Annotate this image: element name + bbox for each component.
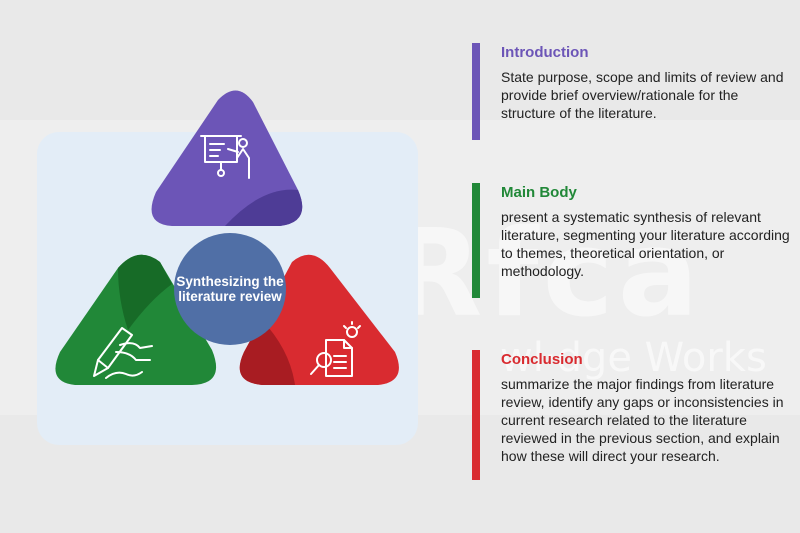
conclusion-text: summarize the major findings from litera… — [501, 376, 784, 464]
watermark-logo: Rfca — [390, 205, 703, 344]
introduction-text: State purpose, scope and limits of revie… — [501, 69, 784, 121]
introduction-title: Introduction — [501, 44, 589, 61]
introduction-triangle — [151, 90, 303, 226]
introduction-accent-bar — [472, 43, 480, 140]
main-body-title: Main Body — [501, 184, 577, 201]
writing-hand-icon — [93, 327, 153, 379]
conclusion-accent-bar — [472, 350, 480, 480]
main-body-text: present a systematic synthesis of releva… — [501, 209, 790, 279]
diagram-center-label: Synthesizing the literature review — [176, 274, 284, 304]
watermark-tagline: wl·dge Works — [500, 335, 767, 381]
conclusion-title: Conclusion — [501, 351, 583, 368]
research-document-icon — [310, 321, 361, 377]
center-circle — [174, 233, 286, 345]
main-body-accent-bar — [472, 183, 480, 298]
main-body-triangle — [55, 254, 217, 385]
presentation-icon — [200, 135, 250, 179]
